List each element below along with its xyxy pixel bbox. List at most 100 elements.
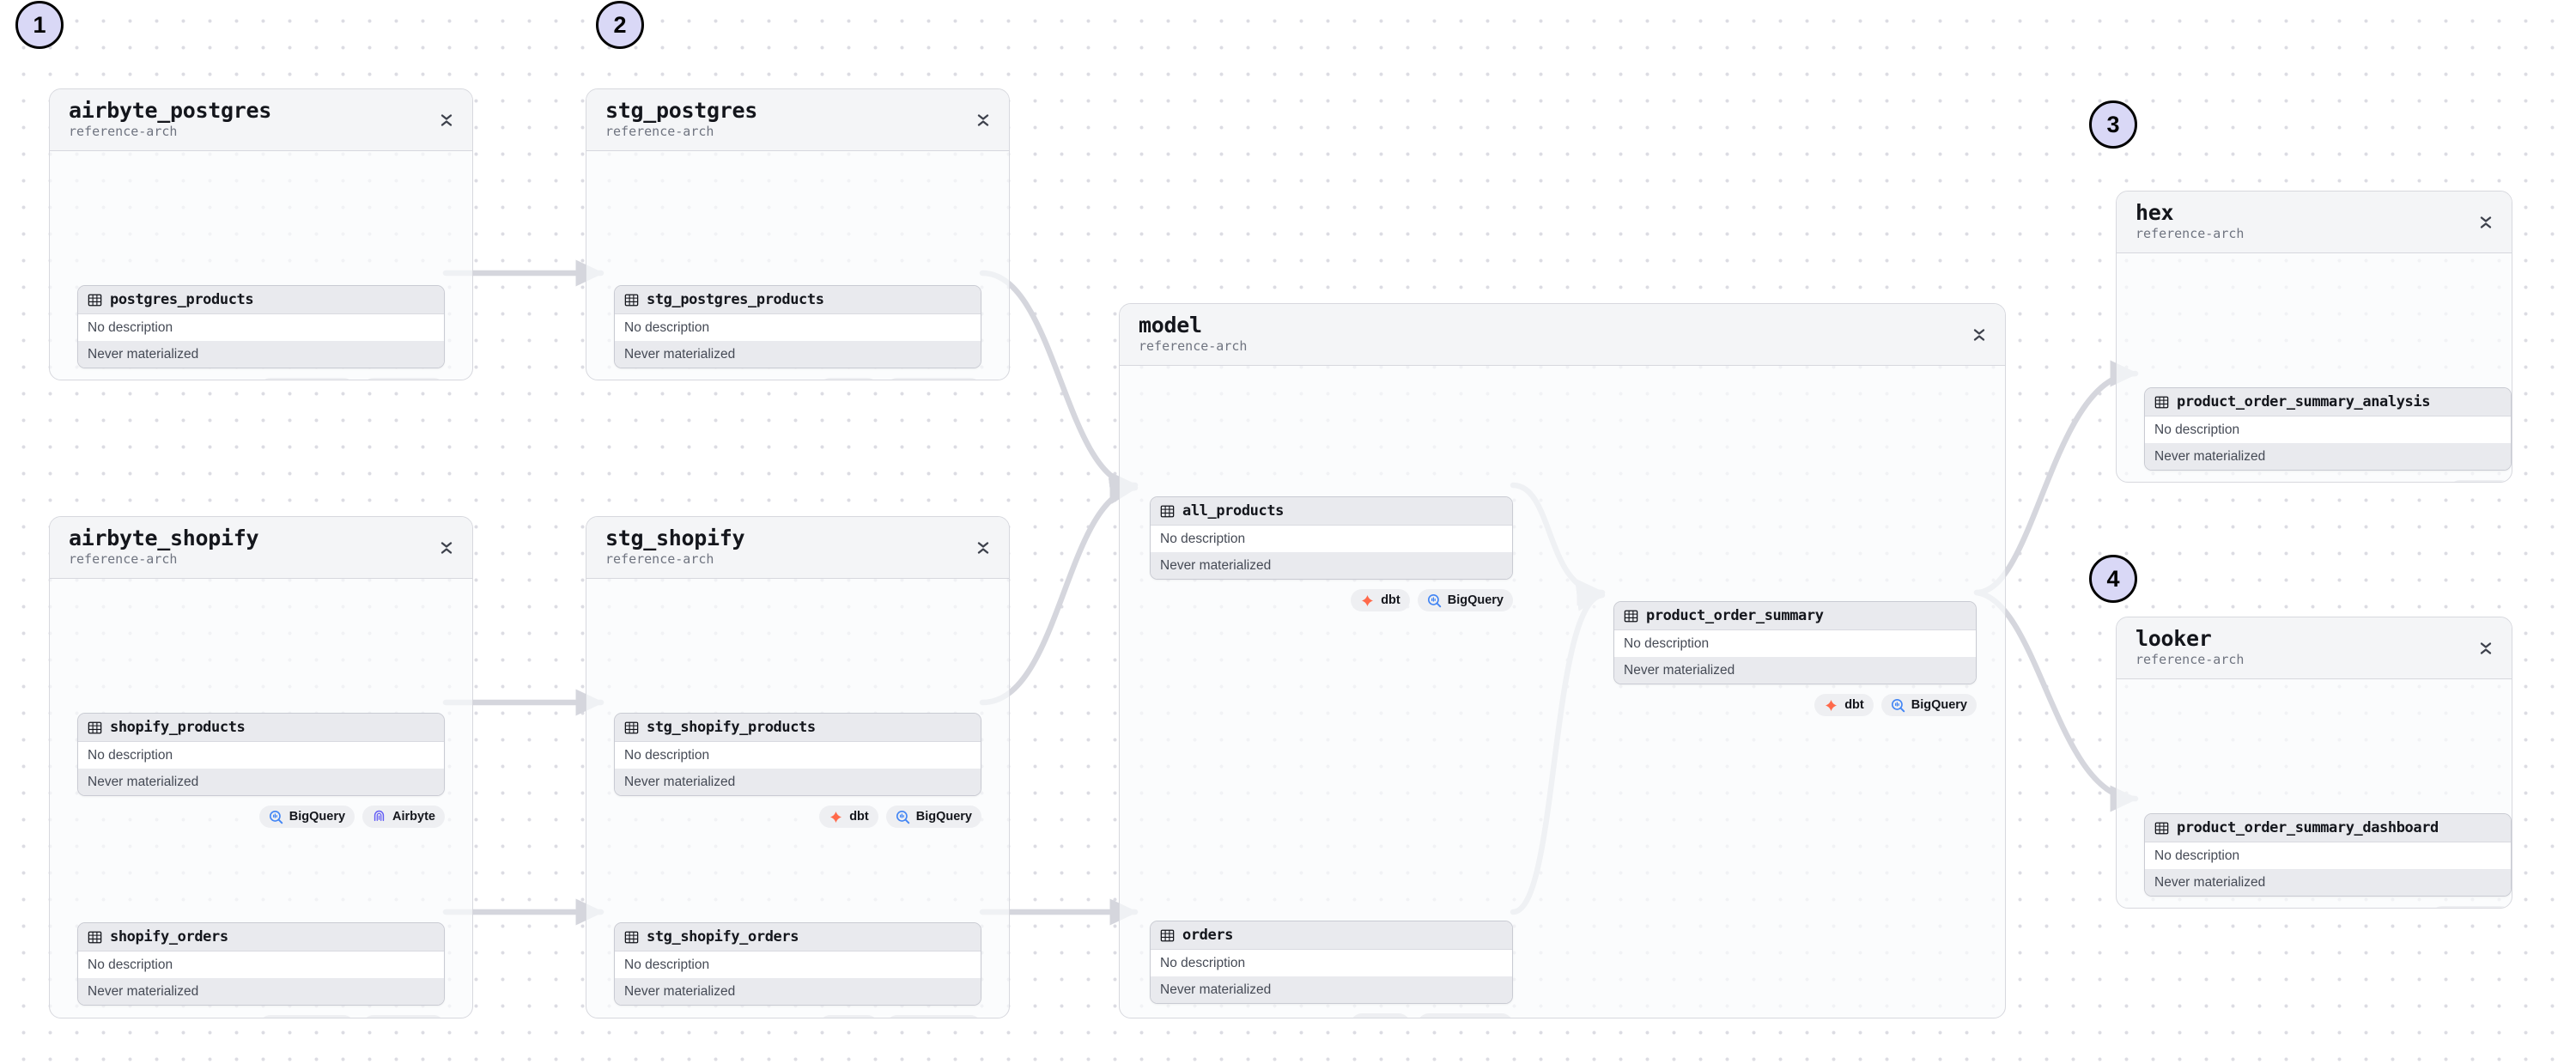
badge-bigquery[interactable]: BigQuery — [1417, 1013, 1513, 1018]
collapse-icon — [977, 541, 989, 554]
group-subtitle: reference-arch — [605, 551, 714, 568]
dbt-icon — [1826, 699, 1838, 711]
node-name: orders — [1182, 927, 1234, 944]
bigquery-icon — [896, 810, 909, 824]
badge-dbt[interactable]: dbt — [819, 378, 878, 380]
group-title: looker — [2136, 626, 2212, 651]
group-subtitle: reference-arch — [2136, 226, 2245, 242]
badge-bigquery[interactable]: BigQuery — [258, 806, 355, 828]
group-subtitle: reference-arch — [69, 124, 178, 140]
badge-bigquery[interactable]: BigQuery — [258, 378, 355, 380]
badge-label: BigQuery — [915, 810, 972, 824]
bigquery-icon — [1427, 593, 1441, 607]
node-materialization: Never materialized — [615, 978, 981, 1005]
badge-airbyte[interactable]: Airbyte — [362, 806, 445, 828]
collapse-icon — [1973, 328, 1985, 341]
collapse-icon[interactable] — [2477, 639, 2494, 658]
node-name: product_order_summary — [1646, 607, 1824, 624]
badge-bigquery[interactable]: BigQuery — [258, 1015, 355, 1018]
table-icon — [88, 931, 102, 943]
collapse-icon — [440, 113, 453, 126]
dbt-icon — [830, 811, 842, 823]
badge-bigquery[interactable]: BigQuery — [885, 806, 981, 828]
badge-dbt[interactable]: dbt — [1351, 1013, 1410, 1018]
table-icon — [624, 931, 639, 943]
node-description: No description — [2145, 416, 2511, 443]
collapse-icon[interactable] — [975, 538, 992, 557]
node-materialization: Never materialized — [78, 769, 444, 795]
collapse-icon[interactable] — [2477, 213, 2494, 232]
node-materialization: Never materialized — [615, 341, 981, 368]
badge-dbt[interactable]: dbt — [819, 1015, 878, 1018]
collapse-icon — [2480, 216, 2492, 228]
badge-bigquery[interactable]: BigQuery — [885, 378, 981, 380]
group-title: airbyte_postgres — [69, 98, 272, 123]
collapse-icon[interactable] — [438, 538, 455, 557]
node-description: No description — [615, 742, 981, 769]
badge-bigquery[interactable]: BigQuery — [1880, 694, 1977, 716]
badge-looker[interactable]: Looker — [2430, 906, 2512, 908]
badge-airbyte[interactable]: Airbyte — [362, 1015, 445, 1018]
node-description: No description — [1151, 526, 1512, 552]
node-name: postgres_products — [110, 291, 254, 308]
node-description: No description — [78, 314, 444, 341]
badge-hex[interactable]: Hex — [2449, 480, 2512, 482]
badge-dbt[interactable]: dbt — [1814, 694, 1874, 716]
dbt-icon — [1360, 1018, 1375, 1019]
node-header: stg_shopify_products — [615, 714, 981, 742]
bigquery-icon — [269, 810, 283, 824]
step-marker-2: 2 — [596, 1, 644, 49]
badge-row-orders: dbt BigQuery — [1150, 1013, 1513, 1018]
table-icon — [1160, 929, 1175, 941]
badge-airbyte[interactable]: Airbyte — [362, 378, 445, 380]
badge-label: BigQuery — [1447, 593, 1504, 607]
badge-row-product_order_summary_analysis: Hex — [2144, 480, 2512, 482]
collapse-icon[interactable] — [975, 111, 992, 130]
node-materialization: Never materialized — [1151, 976, 1512, 1003]
badge-label: Airbyte — [392, 810, 435, 824]
group-title: airbyte_shopify — [69, 526, 259, 550]
badge-bigquery[interactable]: BigQuery — [1417, 589, 1513, 611]
node-materialization: Never materialized — [2145, 869, 2511, 896]
node-name: stg_shopify_orders — [647, 928, 799, 945]
node-materialization: Never materialized — [2145, 443, 2511, 470]
group-title: stg_shopify — [605, 526, 745, 550]
table-icon — [2154, 396, 2169, 408]
badge-dbt[interactable]: dbt — [819, 806, 878, 828]
badge-dbt[interactable]: dbt — [1351, 589, 1410, 611]
step-marker-4: 4 — [2089, 555, 2137, 603]
bigquery-icon — [1891, 698, 1905, 712]
node-header: product_order_summary_dashboard — [2145, 814, 2511, 842]
badge-label: BigQuery — [289, 810, 346, 824]
badge-bigquery[interactable]: BigQuery — [885, 1015, 981, 1018]
badge-row-stg_postgres_products: dbt BigQuery — [614, 378, 981, 380]
table-icon — [1160, 505, 1175, 517]
collapse-icon[interactable] — [1971, 325, 1988, 344]
collapse-icon[interactable] — [438, 111, 455, 130]
